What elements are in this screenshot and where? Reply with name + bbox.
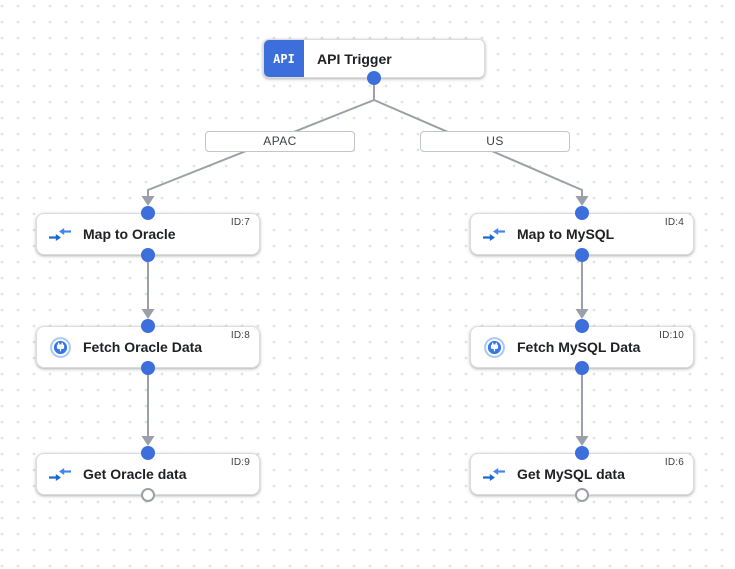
data-mapping-icon (49, 463, 71, 485)
task-node-label: Map to Oracle (83, 226, 176, 242)
port-out-open[interactable] (575, 488, 589, 502)
task-node-label: Map to MySQL (517, 226, 615, 242)
task-node-label: Fetch MySQL Data (517, 339, 641, 355)
data-mapping-icon (483, 223, 505, 245)
port-out-open[interactable] (141, 488, 155, 502)
data-mapping-icon (483, 463, 505, 485)
port-out[interactable] (141, 248, 155, 262)
api-trigger-icon: API (264, 40, 304, 77)
port-in[interactable] (141, 206, 155, 220)
task-id-badge: ID:4 (664, 217, 684, 228)
port-in[interactable] (575, 319, 589, 333)
task-node-label: Get Oracle data (83, 466, 187, 482)
port-out[interactable] (141, 361, 155, 375)
task-node-label: Fetch Oracle Data (83, 339, 203, 355)
port-in[interactable] (141, 446, 155, 460)
branch-label-us[interactable]: US (420, 131, 570, 152)
task-node-label: Get MySQL data (517, 466, 625, 482)
task-id-badge: ID:10 (659, 330, 684, 341)
port-in[interactable] (575, 446, 589, 460)
branch-label-apac[interactable]: APAC (205, 131, 355, 152)
connector-icon (483, 336, 505, 358)
connector-icon (49, 336, 71, 358)
port-in[interactable] (141, 319, 155, 333)
port-out[interactable] (575, 361, 589, 375)
port-out[interactable] (575, 248, 589, 262)
port-in[interactable] (575, 206, 589, 220)
data-mapping-icon (49, 223, 71, 245)
task-id-badge: ID:6 (664, 457, 684, 468)
task-id-badge: ID:8 (230, 330, 250, 341)
task-id-badge: ID:9 (230, 457, 250, 468)
task-id-badge: ID:7 (230, 217, 250, 228)
api-trigger-label: API Trigger (317, 50, 392, 67)
port-trigger-out[interactable] (367, 71, 381, 85)
